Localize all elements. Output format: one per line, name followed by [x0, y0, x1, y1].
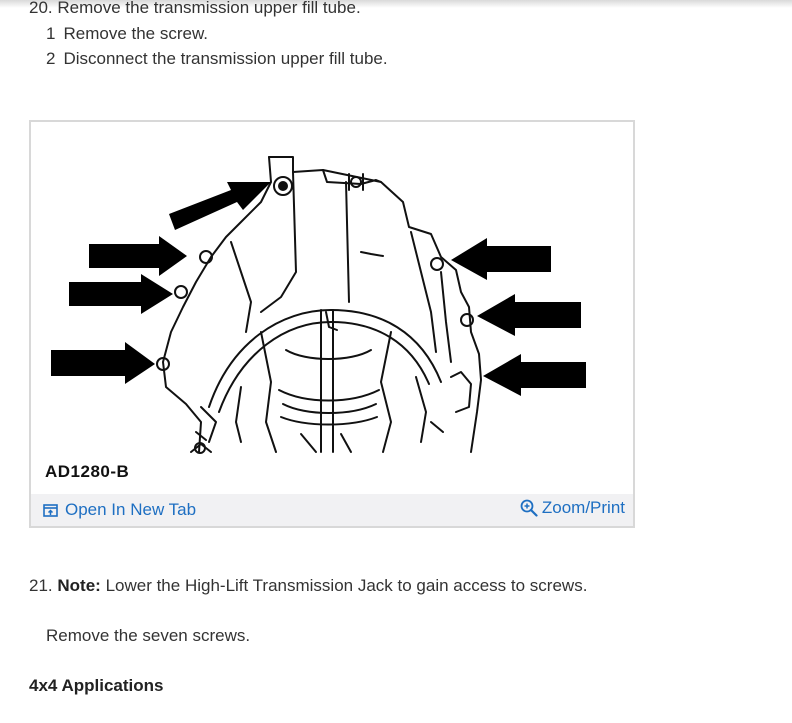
- top-shadow: [0, 0, 792, 8]
- substep-text: Disconnect the transmission upper fill t…: [63, 49, 388, 68]
- zoom-print-label: Zoom/Print: [541, 498, 625, 517]
- zoom-print-link[interactable]: Zoom/Print: [520, 498, 625, 518]
- figure-toolbar: Open In New Tab Zoom/Print: [31, 494, 633, 526]
- substep-text: Remove the screw.: [63, 24, 209, 43]
- step-20-number: 20.: [29, 0, 53, 17]
- step-20-text: Remove the transmission upper fill tube.: [57, 0, 361, 17]
- figure-panel: AD1280-B Open In New Tab Zoo: [29, 120, 635, 528]
- substep-2: 2 Disconnect the transmission upper fill …: [46, 49, 388, 69]
- remove-screws-text: Remove the seven screws.: [46, 626, 251, 645]
- substep-1: 1 Remove the screw.: [46, 24, 208, 44]
- open-in-new-tab-label: Open In New Tab: [65, 500, 197, 519]
- open-in-new-tab-icon: [43, 503, 58, 517]
- section-heading: 4x4 Applications: [29, 676, 164, 695]
- note-text: Lower the High-Lift Transmission Jack to…: [105, 576, 588, 595]
- note-label: Note:: [57, 576, 101, 595]
- substep-number: 1: [46, 24, 56, 43]
- figure-code: AD1280-B: [45, 462, 130, 481]
- open-in-new-tab-link[interactable]: Open In New Tab: [43, 500, 196, 520]
- step-21: 21. Note: Lower the High-Lift Transmissi…: [29, 576, 587, 596]
- substep-number: 2: [46, 49, 56, 68]
- step-21-number: 21.: [29, 576, 53, 595]
- zoom-in-icon: [520, 499, 538, 517]
- transmission-illustration: [51, 156, 586, 454]
- step-20: 20. Remove the transmission upper fill t…: [29, 0, 361, 18]
